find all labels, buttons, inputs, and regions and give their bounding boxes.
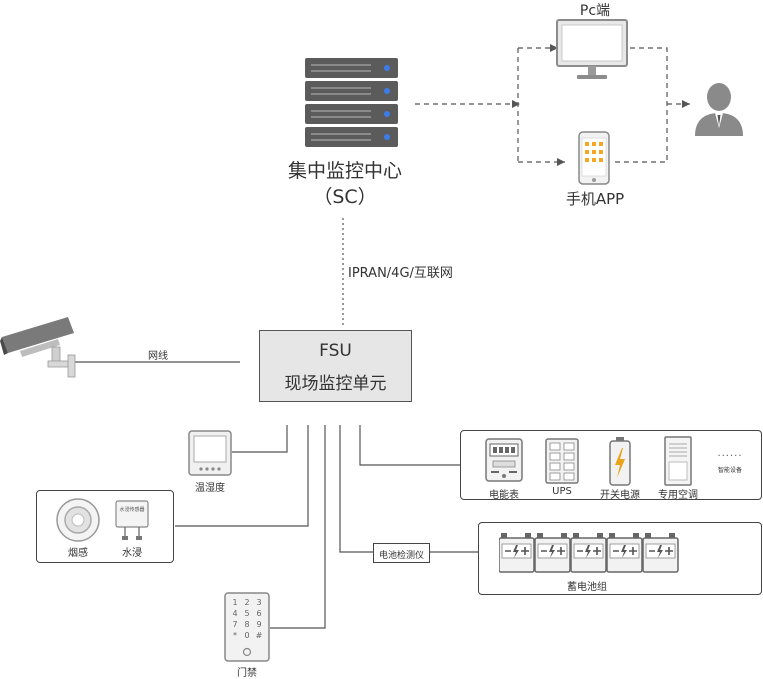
key-9: 9 xyxy=(256,620,262,629)
thermo-label: 温湿度 xyxy=(195,483,225,494)
camera-icon xyxy=(0,315,80,380)
key-2: 2 xyxy=(244,598,250,607)
fsu-box: FSU 现场监控单元 xyxy=(259,330,412,402)
water-sensor-icon xyxy=(115,500,149,542)
power-supply-icon xyxy=(609,436,631,486)
power-supply-label: 开关电源 xyxy=(600,490,640,501)
server-icon xyxy=(305,58,400,148)
phone-icon xyxy=(578,131,610,185)
fsu-title: FSU xyxy=(319,341,352,361)
battery-row xyxy=(498,531,749,575)
sc-subtitle: （SC） xyxy=(313,186,377,208)
battery-group-label: 蓄电池组 xyxy=(567,582,607,593)
key-hash: # xyxy=(255,631,263,640)
air-conditioner-label: 专用空调 xyxy=(658,490,698,501)
fsu-subtitle: 现场监控单元 xyxy=(284,374,387,394)
network-label: 网线 xyxy=(148,351,168,362)
meter-icon xyxy=(485,438,523,482)
link-label: IPRAN/4G/互联网 xyxy=(348,266,453,281)
smoke-label: 烟感 xyxy=(68,548,88,559)
meter-label: 电能表 xyxy=(489,490,519,501)
water-label: 水浸 xyxy=(122,548,142,559)
air-conditioner-icon xyxy=(664,436,692,486)
keypad-grid: 1 2 3 4 5 6 7 8 9 * 0 # xyxy=(229,598,265,644)
thermo-icon xyxy=(188,430,232,476)
user-icon xyxy=(693,80,745,136)
pc-label: Pc端 xyxy=(579,3,611,19)
smart-device-dots: ······ xyxy=(717,451,743,462)
ups-label: UPS xyxy=(552,486,572,497)
phone-label: 手机APP xyxy=(565,190,625,208)
smoke-detector-icon xyxy=(55,497,101,543)
access-keypad-icon xyxy=(224,592,270,662)
monitor-icon xyxy=(555,18,630,83)
key-8: 8 xyxy=(244,620,250,629)
key-3: 3 xyxy=(256,598,262,607)
smart-device-label: 智能设备 xyxy=(717,467,742,474)
key-5: 5 xyxy=(244,609,250,618)
access-label: 门禁 xyxy=(237,668,257,679)
key-0: 0 xyxy=(244,631,250,640)
equipment-box: 电能表 UPS 开关电源 专用空调 ······ 智能设备 xyxy=(460,430,762,501)
key-6: 6 xyxy=(256,609,262,618)
battery-group-box: 蓄电池组 xyxy=(478,522,762,595)
key-4: 4 xyxy=(232,609,238,618)
key-7: 7 xyxy=(232,620,238,629)
key-star: * xyxy=(233,631,237,640)
battery-monitor-label: 电池检测仪 xyxy=(378,551,424,561)
key-1: 1 xyxy=(232,598,238,607)
ups-icon xyxy=(545,438,579,484)
smoke-water-box: 烟感 水浸传感器 水浸 xyxy=(36,490,174,563)
water-sensor-text: 水浸传感器 xyxy=(119,507,145,513)
battery-monitor-box: 电池检测仪 xyxy=(373,543,430,563)
sc-title: 集中监控中心 xyxy=(287,160,402,182)
